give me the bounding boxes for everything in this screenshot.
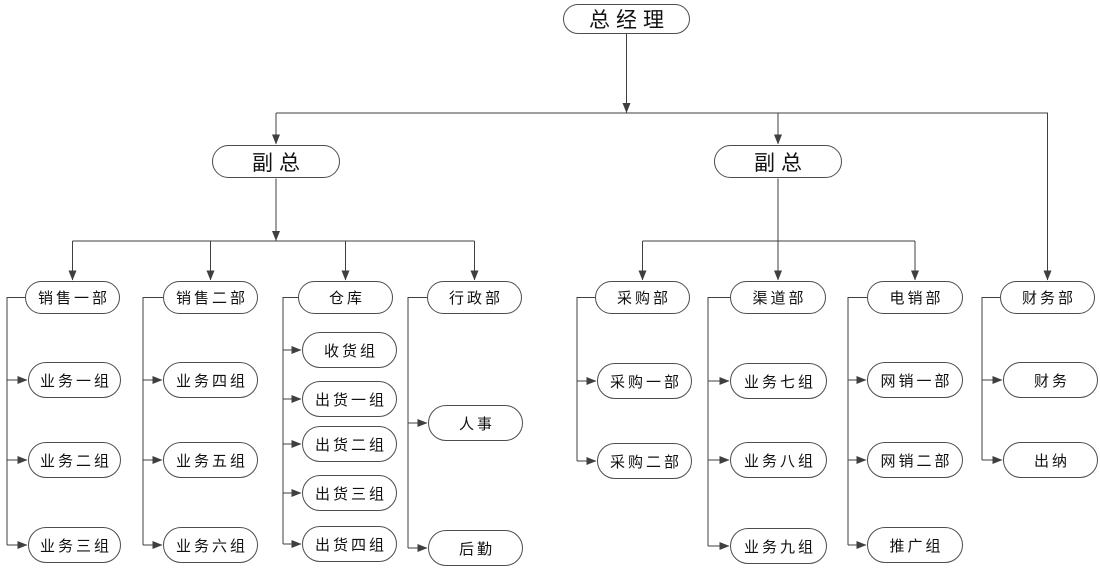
node-business-group-6: 业务六组 bbox=[163, 527, 258, 563]
node-dept-telesales: 电销部 bbox=[867, 281, 963, 314]
node-business-group-9: 业务九组 bbox=[730, 528, 827, 564]
node-dept-admin: 行政部 bbox=[427, 281, 522, 314]
node-vp-left: 副总 bbox=[212, 145, 340, 178]
node-dept-sales-2: 销售二部 bbox=[163, 281, 258, 314]
node-dept-warehouse: 仓库 bbox=[298, 281, 393, 314]
node-cashier: 出纳 bbox=[1003, 442, 1098, 478]
node-business-group-8: 业务八组 bbox=[730, 442, 827, 478]
node-receiving-group: 收货组 bbox=[302, 332, 397, 368]
node-shipping-group-3: 出货三组 bbox=[302, 475, 397, 511]
node-hr: 人事 bbox=[428, 405, 523, 441]
node-online-sales-1: 网销一部 bbox=[867, 362, 963, 398]
node-dept-channel: 渠道部 bbox=[730, 281, 826, 314]
node-dept-purchasing: 采购部 bbox=[595, 281, 690, 314]
node-business-group-7: 业务七组 bbox=[730, 363, 827, 399]
node-online-sales-2: 网销二部 bbox=[867, 442, 963, 478]
node-business-group-1: 业务一组 bbox=[28, 362, 121, 398]
node-general-manager: 总经理 bbox=[563, 4, 690, 34]
node-shipping-group-4: 出货四组 bbox=[302, 526, 397, 562]
node-business-group-5: 业务五组 bbox=[163, 442, 258, 478]
node-shipping-group-2: 出货二组 bbox=[302, 426, 397, 462]
node-purchasing-dept-1: 采购一部 bbox=[597, 363, 692, 399]
node-vp-right: 副总 bbox=[714, 145, 842, 178]
node-business-group-4: 业务四组 bbox=[163, 362, 258, 398]
node-business-group-3: 业务三组 bbox=[28, 527, 121, 563]
node-purchasing-dept-2: 采购二部 bbox=[597, 443, 692, 479]
node-finance: 财务 bbox=[1003, 362, 1098, 398]
node-dept-sales-1: 销售一部 bbox=[25, 281, 120, 314]
node-shipping-group-1: 出货一组 bbox=[302, 381, 397, 417]
node-business-group-2: 业务二组 bbox=[28, 442, 121, 478]
node-promotion-group: 推广组 bbox=[867, 527, 963, 563]
node-logistics: 后勤 bbox=[428, 530, 523, 566]
node-dept-finance: 财务部 bbox=[1000, 281, 1095, 314]
